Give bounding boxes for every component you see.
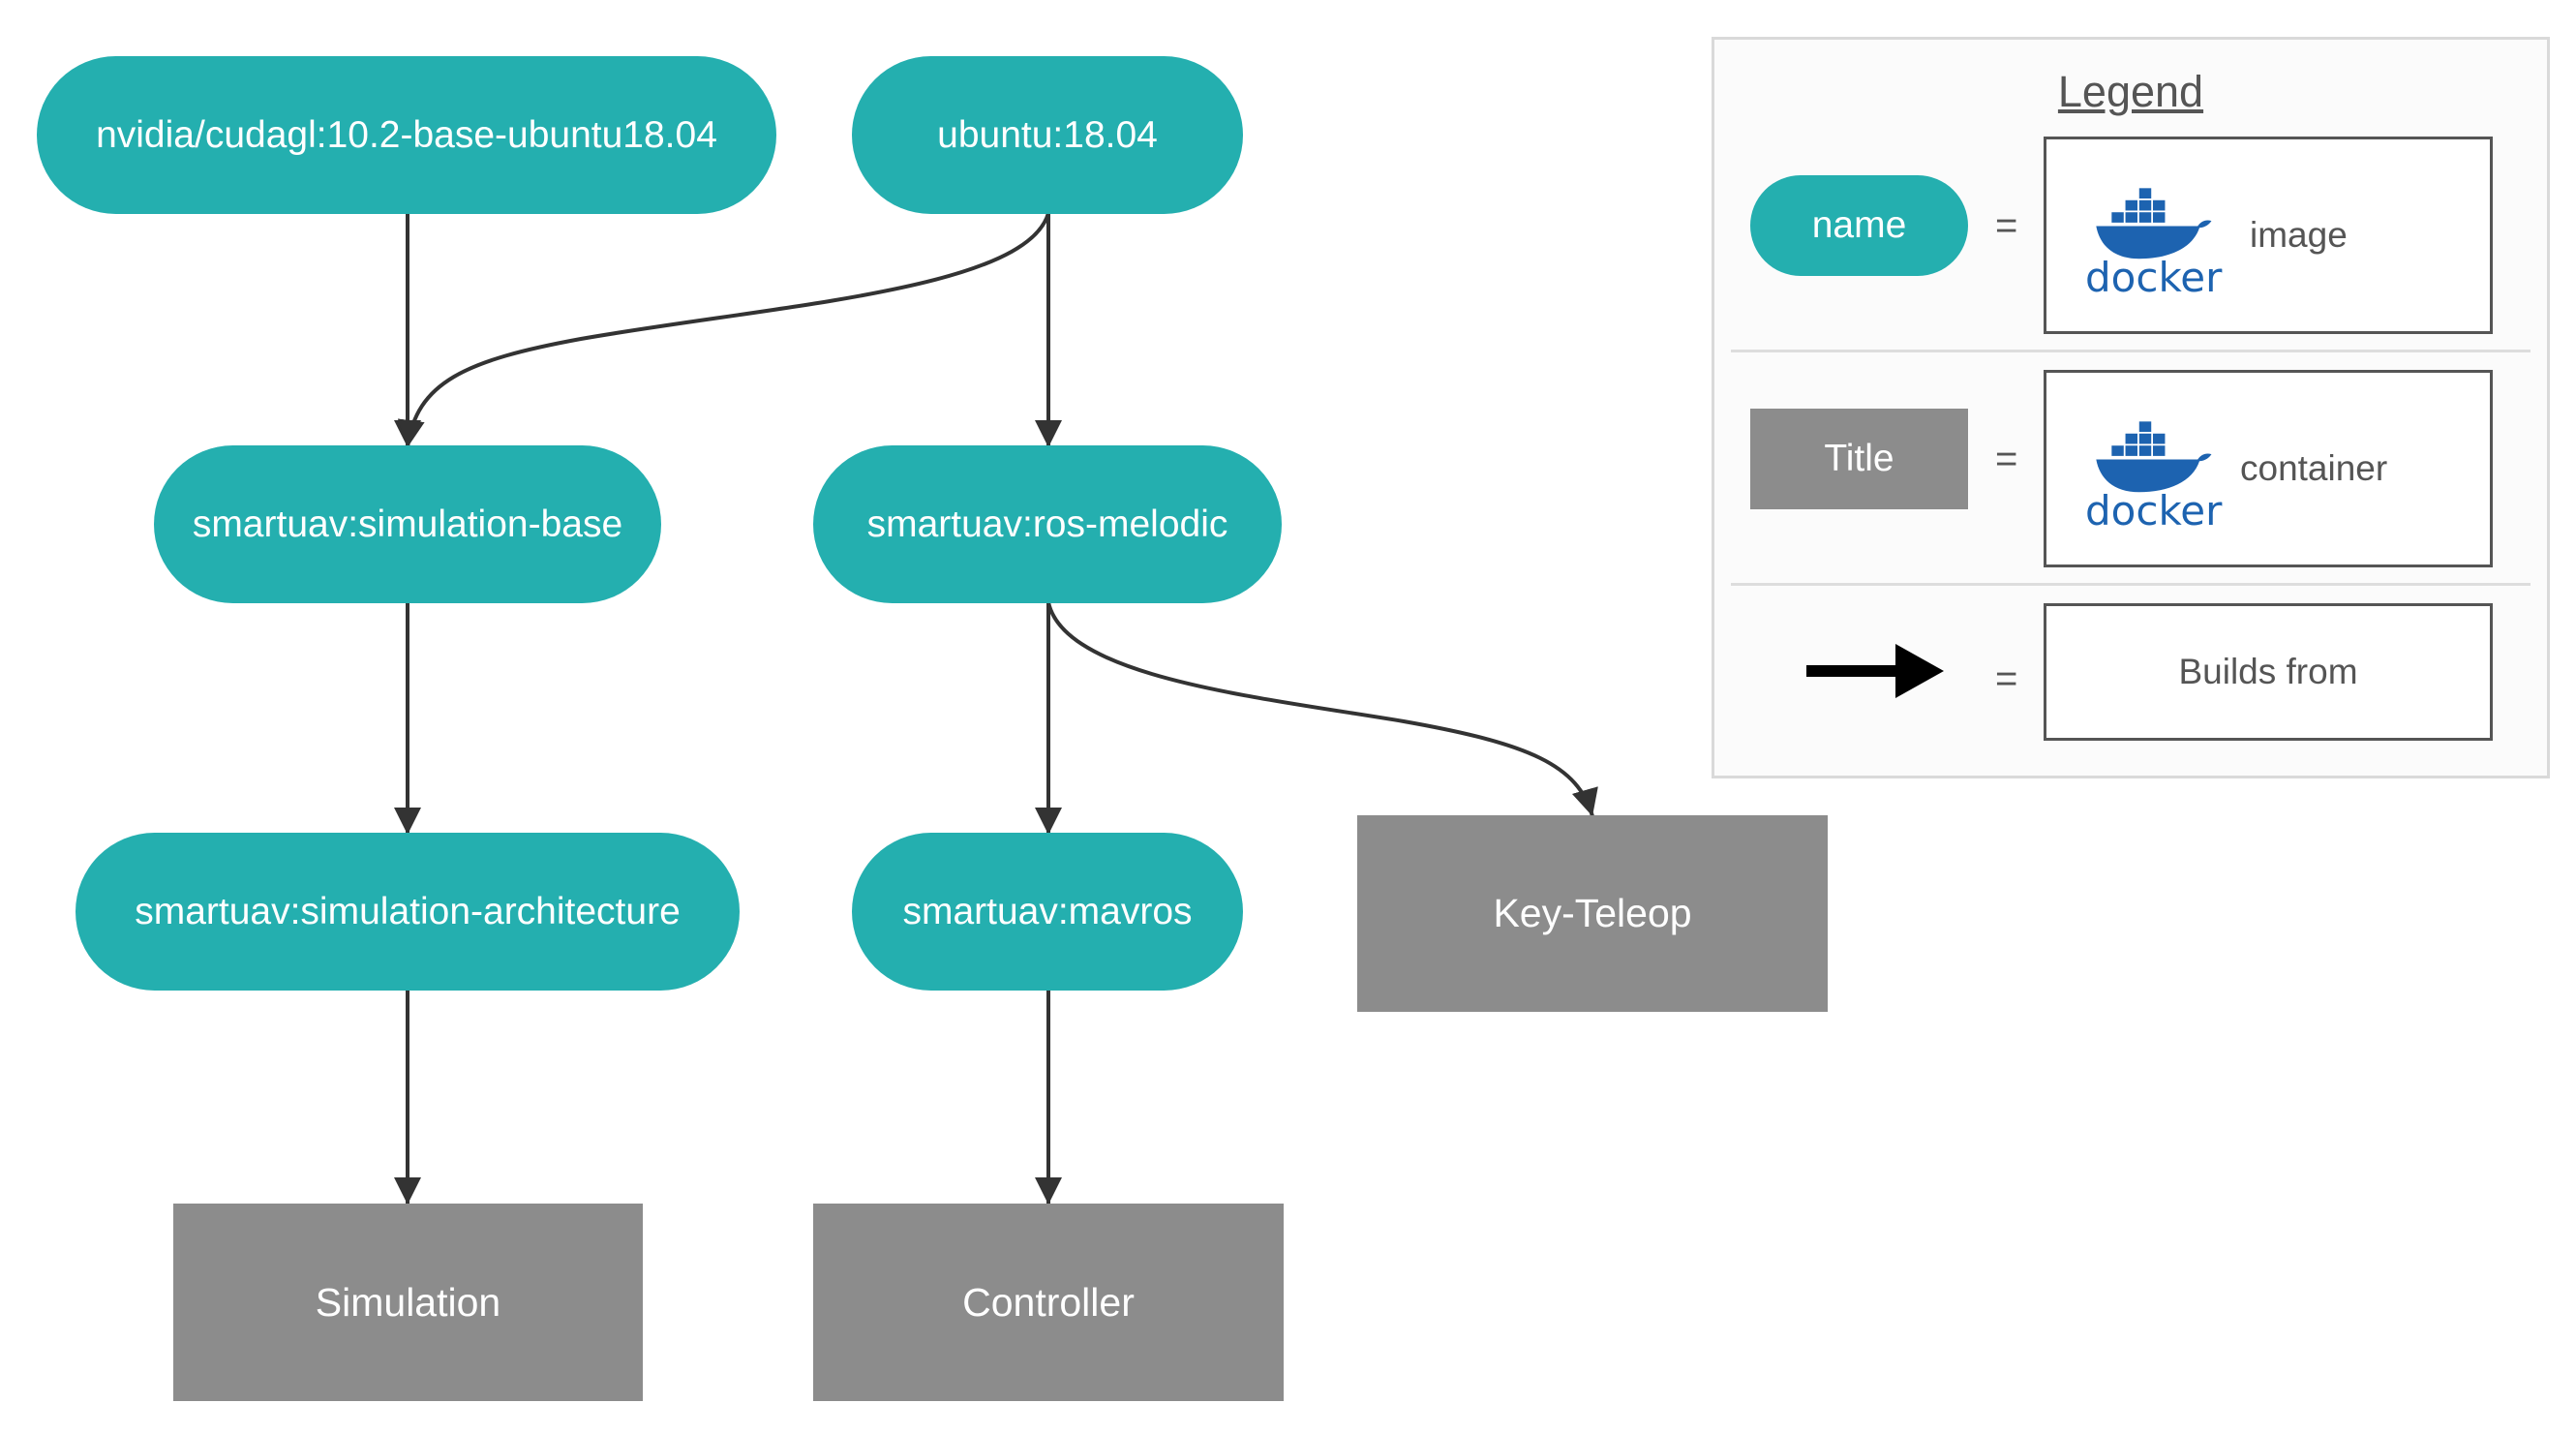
legend-arrow-icon [1806,644,1944,698]
edge-ubuntu-to-simulation-base [397,212,1050,448]
image-node-simulation-architecture: smartuav:simulation-architecture [76,833,740,991]
legend-equals-arrow: = [1995,657,2018,700]
docker-wordmark: docker [2085,254,2223,301]
image-node-simulation-base: smartuav:simulation-base [154,445,661,603]
legend-arrow-panel: Builds from [2044,603,2493,741]
image-node-cudagl: nvidia/cudagl:10.2-base-ubuntu18.04 [37,56,776,214]
image-node-ros-melodic: smartuav:ros-melodic [813,445,1282,603]
container-node-simulation: Simulation [173,1204,643,1401]
legend-title: Legend [2057,67,2204,116]
docker-wordmark: docker [2085,487,2223,534]
container-node-key-teleop: Key-Teleop [1357,815,1828,1012]
legend-image-label: image [2250,215,2348,255]
docker-whale-icon [2096,188,2212,259]
legend-image-panel: docker image [2044,137,2493,334]
legend: Legend name = docker image Title = dock [1712,37,2550,778]
legend-divider [1731,350,2531,352]
edge-ros-melodic-to-key-teleop [1046,601,1598,817]
legend-divider [1731,583,2531,586]
image-node-ubuntu: ubuntu:18.04 [852,56,1243,214]
container-node-controller: Controller [813,1204,1284,1401]
legend-image-sample: name [1750,175,1968,276]
legend-container-panel: docker container [2044,370,2493,567]
legend-container-label: container [2240,448,2388,488]
legend-arrow-label: Builds from [2178,652,2358,691]
image-node-mavros: smartuav:mavros [852,833,1243,991]
legend-equals-image: = [1995,204,2018,247]
legend-equals-container: = [1995,438,2018,480]
legend-container-sample: Title [1750,409,1968,509]
docker-whale-icon [2096,421,2212,493]
